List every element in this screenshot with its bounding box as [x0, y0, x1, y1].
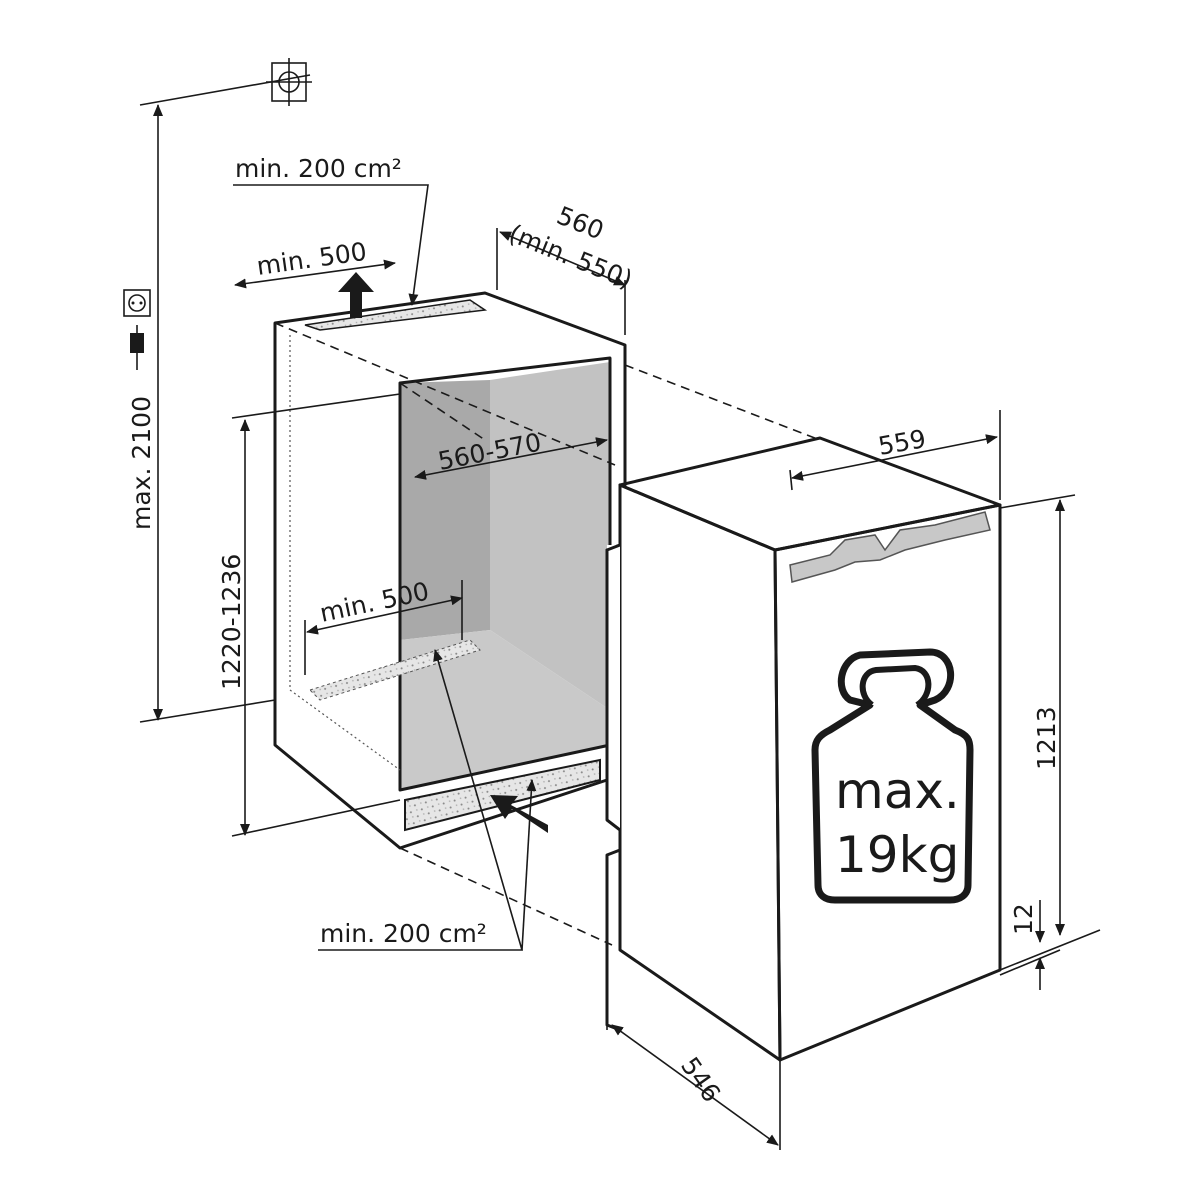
airflow-arrow-icon: [490, 795, 548, 833]
weight-icon: max. 19kg: [811, 648, 974, 904]
plinth-gap-label: 12: [1009, 903, 1038, 935]
power-plug-icon: [130, 325, 144, 370]
power-socket-icon: [123, 289, 151, 317]
weight-badge-line1: max.: [835, 762, 960, 820]
bottom-vent-grille: [404, 758, 601, 832]
top-vent-grille: [304, 299, 488, 331]
top-vent-area-label: min. 200 cm²: [235, 154, 402, 183]
ceiling-mount-symbol-icon: [139, 58, 312, 106]
appliance-width-label: 559: [876, 424, 928, 461]
appliance-height-label: 1213: [1032, 706, 1061, 770]
niche-height-label: 1220-1236: [217, 554, 246, 690]
bottom-vent-area-label: min. 200 cm²: [320, 919, 487, 948]
appliance-depth-label: 546: [675, 1052, 726, 1108]
control-panel: [789, 511, 991, 583]
max-height-dimension: max. 2100: [123, 104, 276, 723]
appliance: [605, 436, 1002, 1062]
weight-badge-line2: 19kg: [835, 826, 959, 884]
max-height-label: max. 2100: [127, 396, 156, 530]
